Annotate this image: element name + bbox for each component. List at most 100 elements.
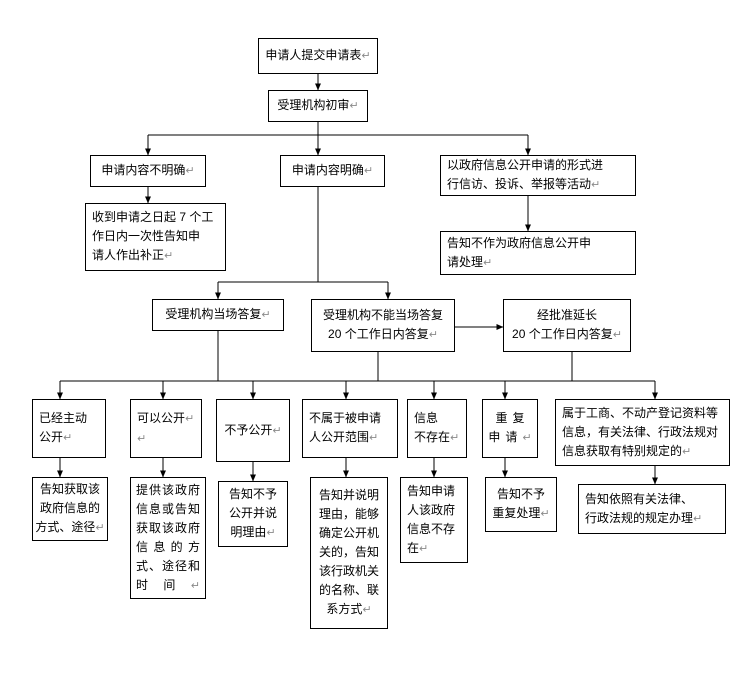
node-tell-reason-and-agency[interactable]: 告知并说明 理由，能够 确定公开机 关的，告知 该行政机关 的名称、联 系方式↵: [310, 477, 388, 629]
node-may-disclose[interactable]: 可以公开↵ ↵: [130, 399, 202, 458]
node-line: 不予公开↵: [224, 422, 282, 437]
node-line: 经批准延长: [536, 308, 597, 322]
node-line: 信息，有关法律、行政法规对: [562, 424, 719, 439]
node-line: 告知不予: [496, 487, 545, 501]
node-line: 信息获取有特别规定的↵: [562, 443, 692, 458]
node-line: 作日内一次性告知申: [92, 229, 201, 243]
paragraph-mark: ↵: [63, 432, 73, 444]
node-line: 公开并说: [228, 506, 277, 520]
paragraph-mark: ↵: [682, 445, 692, 458]
node-line: 申请内容明确↵: [291, 163, 374, 177]
paragraph-mark: ↵: [419, 542, 429, 555]
node-line: 系方式↵: [326, 602, 372, 616]
node-line: 确定公开机: [318, 526, 379, 540]
paragraph-mark: ↵: [612, 329, 622, 341]
node-line: 可以公开↵: [137, 410, 195, 425]
node-line: 属于工商、不动产登记资料等: [562, 405, 719, 420]
node-line: 以政府信息公开申请的形式进: [447, 158, 604, 172]
node-line: 重复: [495, 411, 530, 425]
paragraph-mark: ↵: [137, 432, 147, 445]
node-cannot-answer-on-site[interactable]: 受理机构不能当场答复 20 个工作日内答复↵: [311, 299, 455, 352]
node-provide-or-tell-access[interactable]: 提供该政府 信息或告知 获取该政府 信息的方 式、途径和 时间↵: [130, 477, 206, 599]
node-line: ↵: [131, 429, 201, 449]
node-line: 不存在↵: [414, 430, 460, 444]
node-line: 的名称、联: [318, 583, 379, 597]
node-line: 该行政机关: [318, 564, 379, 578]
node-line: 告知不作为政府信息公开申: [447, 235, 592, 250]
paragraph-mark: ↵: [261, 309, 271, 321]
node-line: 信息的方: [136, 539, 200, 554]
paragraph-mark: ↵: [95, 522, 105, 534]
node-tell-refusal-reason[interactable]: 告知不予 公开并说 明理由↵: [218, 481, 288, 547]
node-line: 告知获取该: [39, 482, 100, 496]
node-tell-info-not-exist[interactable]: 告知申请 人该政府 信息不存 在↵: [400, 477, 468, 563]
paragraph-mark: ↵: [190, 579, 200, 592]
node-line: 不属于被申请: [309, 411, 382, 425]
node-line: 公开↵: [39, 430, 73, 444]
node-line: 时间↵: [136, 577, 200, 592]
paragraph-mark: ↵: [369, 432, 379, 444]
node-line: 受理机构不能当场答复: [322, 308, 443, 322]
paragraph-mark: ↵: [363, 165, 374, 177]
node-no-duplicate-handling[interactable]: 告知不予 重复处理↵: [485, 477, 557, 532]
paragraph-mark: ↵: [522, 432, 537, 444]
node-not-disclose[interactable]: 不予公开↵: [216, 399, 290, 462]
node-not-treated-as-request[interactable]: 告知不作为政府信息公开申 请处理↵: [440, 231, 636, 275]
node-line: 受理机构初审↵: [277, 98, 359, 112]
paragraph-mark: ↵: [428, 329, 438, 341]
node-line: 行信访、投诉、举报等活动↵: [447, 177, 601, 191]
node-line: 政府信息的: [39, 501, 100, 515]
node-line: 请处理↵: [447, 254, 493, 269]
node-correction-notice[interactable]: 收到申请之日起 7 个工 作日内一次性告知申 请人作出补正↵: [85, 203, 226, 271]
paragraph-mark: ↵: [266, 527, 276, 539]
node-line: 明理由↵: [230, 525, 276, 539]
node-line: 式、途径和: [136, 558, 200, 573]
paragraph-mark: ↵: [185, 165, 195, 177]
node-submit-form[interactable]: 申请人提交申请表↵: [258, 38, 378, 74]
node-line: 已经主动: [39, 411, 88, 425]
node-as-disclosure-request[interactable]: 以政府信息公开申请的形式进 行信访、投诉、举报等活动↵: [440, 155, 636, 196]
paragraph-mark: ↵: [272, 424, 282, 437]
paragraph-mark: ↵: [450, 432, 460, 444]
paragraph-mark: ↵: [693, 512, 703, 525]
node-content-clear[interactable]: 申请内容明确↵: [280, 155, 385, 187]
node-line: 人该政府: [407, 502, 456, 517]
node-line: 申请内容不明确↵: [101, 163, 195, 177]
node-line: 受理机构当场答复↵: [165, 307, 271, 321]
node-line: 20 个工作日内答复↵: [512, 327, 622, 341]
paragraph-mark: ↵: [361, 50, 371, 62]
paragraph-mark: ↵: [362, 604, 372, 616]
node-line: 在↵: [407, 540, 429, 555]
node-info-not-exist[interactable]: 信息 不存在↵: [407, 399, 467, 458]
node-out-of-scope[interactable]: 不属于被申请 人公开范围↵: [302, 399, 398, 458]
node-special-registry-info[interactable]: 属于工商、不动产登记资料等 信息，有关法律、行政法规对 信息获取有特别规定的↵: [555, 399, 730, 466]
node-duplicate-request[interactable]: 重复 申请↵: [482, 399, 538, 458]
node-already-disclosed[interactable]: 已经主动 公开↵: [32, 399, 106, 458]
node-line: 信息: [414, 411, 439, 425]
node-line: 理由，能够: [318, 507, 379, 521]
node-line: 重复处理↵: [492, 506, 550, 520]
node-approved-extension[interactable]: 经批准延长 20 个工作日内答复↵: [503, 299, 631, 352]
node-answer-on-site[interactable]: 受理机构当场答复↵: [152, 299, 284, 331]
node-line: 收到申请之日起 7 个工: [92, 210, 214, 224]
node-line: 20 个工作日内答复↵: [328, 327, 438, 341]
paragraph-mark: ↵: [540, 508, 550, 520]
paragraph-mark: ↵: [483, 256, 493, 269]
paragraph-mark: ↵: [185, 412, 195, 425]
node-line: 告知不予: [228, 487, 277, 501]
node-line: 请人作出补正↵: [92, 248, 174, 262]
node-line: 获取该政府: [136, 520, 200, 535]
node-content-unclear[interactable]: 申请内容不明确↵: [90, 155, 206, 187]
node-tell-access-method[interactable]: 告知获取该 政府信息的 方式、途径↵: [32, 477, 108, 541]
node-initial-review[interactable]: 受理机构初审↵: [268, 90, 368, 122]
node-line: 提供该政府: [136, 482, 200, 497]
node-line: 关的，告知: [318, 545, 379, 559]
node-line: 申请人提交申请表↵: [265, 48, 371, 62]
node-line: 告知申请: [407, 483, 456, 498]
node-line: 信息不存: [407, 521, 456, 536]
node-line: 行政法规的规定办理↵: [585, 510, 703, 525]
paragraph-mark: ↵: [591, 179, 601, 191]
node-handle-per-laws[interactable]: 告知依照有关法律、 行政法规的规定办理↵: [578, 484, 726, 534]
paragraph-mark: ↵: [349, 100, 359, 112]
